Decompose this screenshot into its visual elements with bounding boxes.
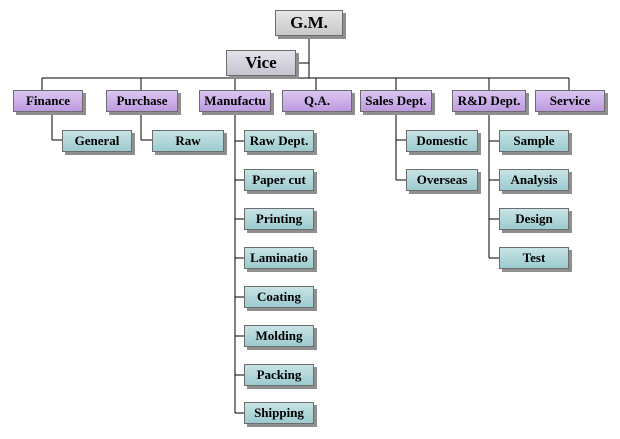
dept-purchase: Purchase — [106, 90, 178, 112]
sub-packing: Packing — [244, 364, 314, 386]
sub-overseas: Overseas — [406, 169, 478, 191]
gm-box: G.M. — [275, 10, 343, 36]
sub-molding: Molding — [244, 325, 314, 347]
sub-printing: Printing — [244, 208, 314, 230]
dept-rnd: R&D Dept. — [452, 90, 526, 112]
sub-lamination: Laminatio — [244, 247, 314, 269]
sub-raw: Raw — [152, 130, 224, 152]
sub-test: Test — [499, 247, 569, 269]
sub-raw-dept: Raw Dept. — [244, 130, 314, 152]
sub-design: Design — [499, 208, 569, 230]
sub-coating: Coating — [244, 286, 314, 308]
sub-domestic: Domestic — [406, 130, 478, 152]
sub-general: General — [62, 130, 132, 152]
sub-analysis: Analysis — [499, 169, 569, 191]
dept-sales: Sales Dept. — [360, 90, 432, 112]
sub-paper-cut: Paper cut — [244, 169, 314, 191]
dept-qa: Q.A. — [282, 90, 352, 112]
sub-shipping: Shipping — [244, 402, 314, 424]
dept-service: Service — [535, 90, 605, 112]
dept-finance: Finance — [13, 90, 83, 112]
dept-manufacturing: Manufactu — [199, 90, 271, 112]
vice-box: Vice — [226, 50, 296, 76]
sub-sample: Sample — [499, 130, 569, 152]
